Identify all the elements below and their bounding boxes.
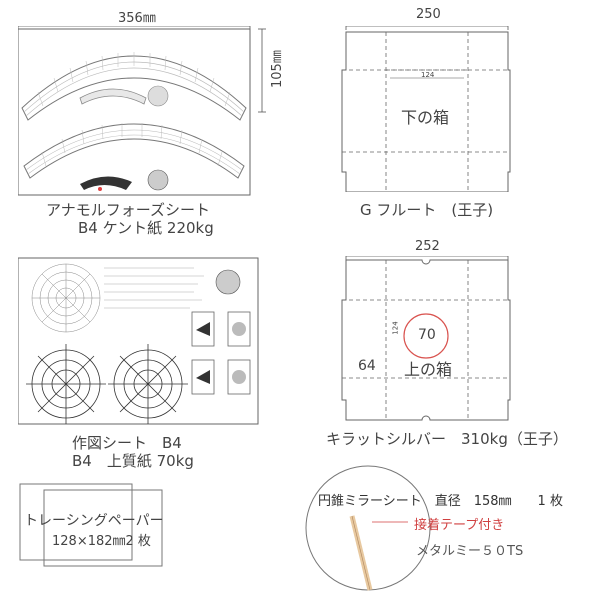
anamorphose-arc-bottom: [23, 123, 245, 179]
small-circle-pattern: [147, 85, 169, 107]
drawing-caption-1: 作図シート B4: [72, 434, 182, 452]
cone-mirror-title: 円錐ミラーシート 直径 158㎜ 1 枚: [318, 494, 563, 509]
top-box-inner-dim: 124: [391, 321, 400, 335]
drawing-caption-2: B4 上質紙 70kg: [72, 452, 194, 470]
anamorphose-caption-2: B4 ケント紙 220kg: [78, 219, 214, 237]
mirror-material: メタルミー５０TS: [416, 544, 524, 559]
tracing-label-2: 128×182㎜2 枚: [52, 534, 151, 549]
reflection-image: [147, 169, 169, 191]
top-box-caption: キラットシルバー 310kg（王子）: [326, 430, 568, 448]
bottom-box-net: [341, 26, 511, 192]
bottom-box-inner-dim: 124: [421, 71, 435, 79]
anamorphose-height-label: 105㎜: [270, 50, 285, 88]
drawing-sheet: [18, 257, 259, 425]
red-dot: [98, 187, 102, 191]
top-box-net: [341, 256, 511, 421]
tape-label: 接着テープ付き: [414, 518, 505, 533]
cone-mirror-sheet: [305, 465, 431, 591]
polar-grid-bottom-right: [108, 344, 188, 424]
polar-grid-bottom-left: [26, 344, 106, 424]
top-box-circle-value: 70: [418, 327, 436, 343]
anamorphic-image: [80, 176, 132, 190]
bottom-box-width-label: 250: [416, 7, 441, 22]
tracing-paper: [19, 483, 163, 567]
bottom-box-caption: G フルート (王子): [360, 201, 494, 219]
polar-grid-top: [31, 263, 101, 333]
tracing-label-1: トレーシングペーパー: [24, 513, 164, 529]
small-arc: [79, 88, 147, 105]
top-box-name: 上の箱: [404, 360, 453, 379]
anamorphose-sheet: [18, 26, 266, 196]
anamorphose-arc-top: [21, 52, 247, 121]
anamorphose-width-label: 356㎜: [118, 11, 156, 26]
drawing-sample-circle: [215, 269, 241, 295]
top-box-circle: [403, 313, 449, 359]
anamorphose-caption-1: アナモルフォーズシート: [46, 201, 210, 219]
top-box-width-label: 252: [415, 239, 440, 254]
top-box-side-dim: 64: [358, 358, 376, 374]
bottom-box-name: 下の箱: [401, 108, 450, 127]
